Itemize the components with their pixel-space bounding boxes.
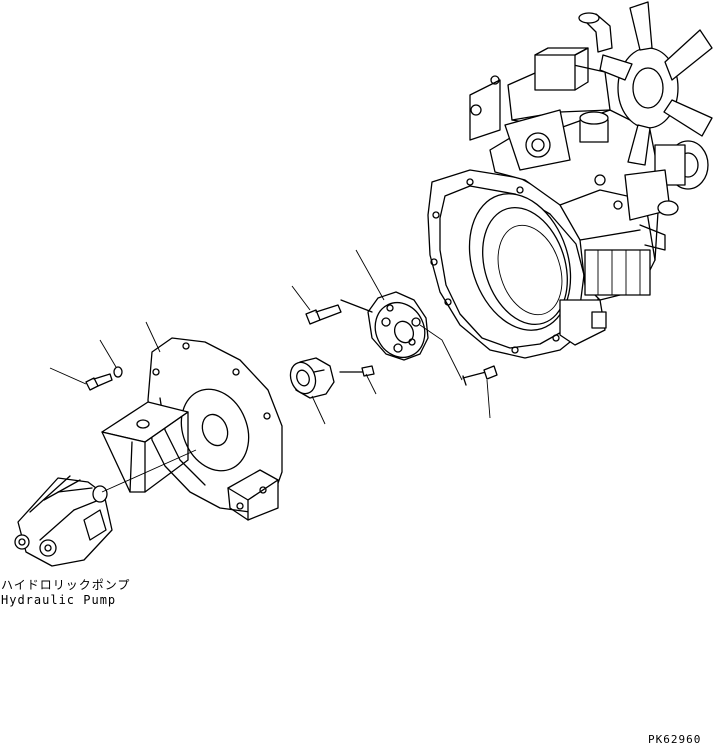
hydraulic-pump bbox=[14, 475, 113, 567]
washer bbox=[113, 366, 123, 378]
flexible-coupling bbox=[367, 291, 429, 361]
coupling-bolt-upper bbox=[305, 299, 373, 325]
pump-label-english: Hydraulic Pump bbox=[1, 593, 117, 607]
coupling-hub bbox=[289, 357, 335, 399]
pump-mounting-plate bbox=[101, 337, 283, 521]
coupling-bolt-right bbox=[462, 365, 498, 386]
set-screw bbox=[339, 365, 375, 377]
engine-assembly bbox=[427, 1, 713, 359]
fan bbox=[599, 1, 713, 166]
leader-lines bbox=[49, 249, 491, 493]
pump-label-japanese: ハイドロリックポンプ bbox=[1, 578, 131, 592]
plate-bolt bbox=[85, 373, 113, 391]
drawing-code: PK62960 bbox=[648, 733, 702, 746]
